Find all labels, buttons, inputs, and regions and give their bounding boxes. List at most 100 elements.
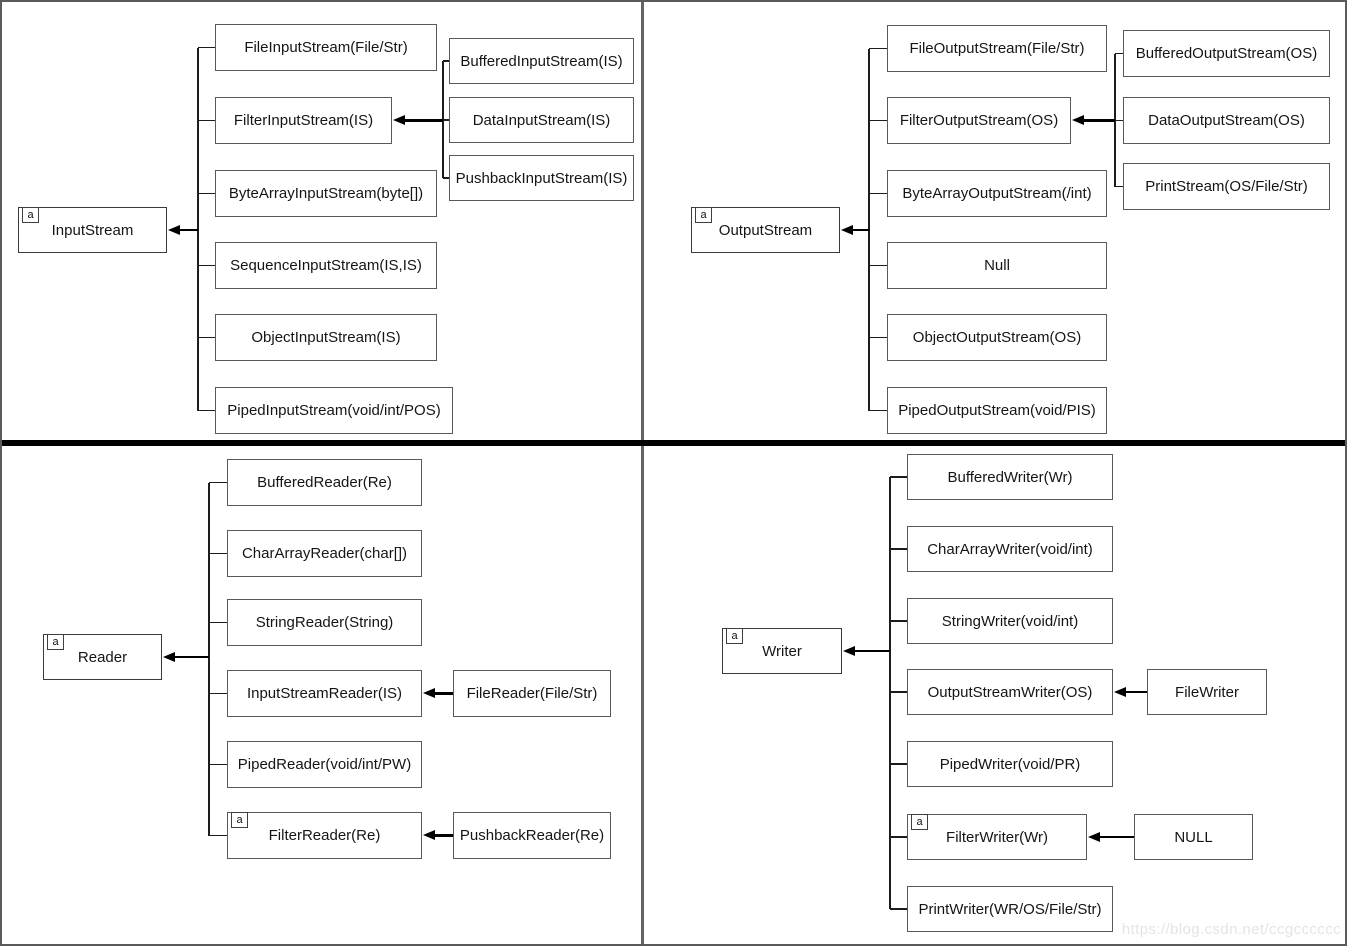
class-box-stringreader-string: StringReader(String) (227, 599, 422, 646)
class-box-pipedinputstream-void-int-pos: PipedInputStream(void/int/POS) (215, 387, 453, 434)
class-label: Writer (762, 642, 802, 660)
class-label: PipedInputStream(void/int/POS) (227, 402, 441, 419)
class-label: SequenceInputStream(IS,IS) (230, 257, 422, 274)
class-box-datainputstream-is: DataInputStream(IS) (449, 97, 634, 143)
class-box-filteroutputstream-os: FilterOutputStream(OS) (887, 97, 1071, 144)
class-label: BufferedOutputStream(OS) (1135, 45, 1318, 62)
inheritance-arrow-line (173, 655, 209, 659)
inheritance-arrowhead-icon (162, 651, 175, 662)
inheritance-arrow-line (403, 119, 443, 122)
connector-line (869, 409, 887, 412)
class-label: FilterInputStream(IS) (233, 112, 374, 129)
class-label: BufferedInputStream(IS) (460, 52, 623, 70)
class-label: CharArrayReader(char[]) (241, 545, 408, 562)
connector-line (1115, 52, 1123, 55)
class-box-chararrayreader-char: CharArrayReader(char[]) (227, 530, 422, 577)
class-label: ByteArrayInputStream(byte[]) (228, 185, 424, 202)
inheritance-arrow-line (178, 228, 198, 232)
class-box-filterinputstream-is: FilterInputStream(IS) (215, 97, 392, 144)
connector-line (1115, 185, 1123, 188)
connector-line (890, 476, 907, 478)
class-label: StringWriter(void/int) (941, 612, 1079, 630)
class-label: PipedWriter(void/PR) (939, 755, 1081, 773)
class-label: DataInputStream(IS) (472, 111, 611, 129)
abstract-marker-badge: a (911, 814, 928, 830)
inheritance-arrowhead-icon (1087, 831, 1100, 842)
connector-line (869, 47, 887, 50)
inheritance-arrowhead-icon (1113, 686, 1126, 697)
class-box-bufferedwriter-wr: BufferedWriter(Wr) (907, 454, 1113, 500)
inheritance-arrowhead-icon (422, 688, 435, 698)
connector-line (209, 552, 227, 555)
class-box-sequenceinputstream-is-is: SequenceInputStream(IS,IS) (215, 242, 437, 289)
class-box-printwriter-wr-os-file-str: PrintWriter(WR/OS/File/Str) (907, 886, 1113, 932)
class-label: BufferedWriter(Wr) (947, 468, 1073, 486)
class-box-bufferedinputstream-is: BufferedInputStream(IS) (449, 38, 634, 84)
class-box-pipedwriter-void-pr: PipedWriter(void/PR) (907, 741, 1113, 787)
class-box-pipedreader-void-int-pw: PipedReader(void/int/PW) (227, 741, 422, 788)
class-label: OutputStream (718, 221, 813, 239)
connector-line (209, 481, 227, 484)
connector-line (890, 763, 907, 765)
watermark: https://blog.csdn.net/ccgcccccc (1121, 921, 1341, 938)
quadrant-divider-vertical (641, 0, 644, 946)
inheritance-arrowhead-icon (1071, 115, 1084, 125)
class-box-chararraywriter-void-int: CharArrayWriter(void/int) (907, 526, 1113, 572)
class-label: FilterReader(Re) (268, 827, 381, 844)
connector-line (890, 836, 907, 838)
class-box-bufferedreader-re: BufferedReader(Re) (227, 459, 422, 506)
class-box-fileoutputstream-file-str: FileOutputStream(File/Str) (887, 25, 1107, 72)
inheritance-arrow-line (851, 228, 869, 232)
class-box-bufferedoutputstream-os: BufferedOutputStream(OS) (1123, 30, 1330, 77)
connector-line (209, 621, 227, 624)
inheritance-arrowhead-icon (840, 224, 853, 235)
inheritance-arrow-line (1124, 690, 1147, 694)
connector-line (890, 691, 907, 693)
connector-line (198, 192, 215, 195)
connector-line (208, 482, 210, 836)
class-box-null: Null (887, 242, 1107, 289)
class-box-fileinputstream-file-str: FileInputStream(File/Str) (215, 24, 437, 71)
class-label: PrintStream(OS/File/Str) (1145, 178, 1308, 195)
class-label: FilterOutputStream(OS) (899, 112, 1059, 129)
class-label: InputStream (51, 221, 134, 239)
class-box-pushbackreader-re: PushbackReader(Re) (453, 812, 611, 859)
connector-line (869, 119, 887, 122)
inheritance-arrow-line (1082, 119, 1115, 122)
inheritance-arrowhead-icon (392, 115, 405, 125)
class-label: OutputStreamWriter(OS) (927, 683, 1093, 701)
inheritance-arrow-line (853, 649, 890, 653)
class-label: CharArrayWriter(void/int) (927, 540, 1093, 558)
class-label: FileOutputStream(File/Str) (909, 40, 1085, 57)
connector-line (890, 620, 907, 622)
class-label: BufferedReader(Re) (257, 474, 392, 491)
connector-line (443, 60, 449, 62)
class-box-filewriter: FileWriter (1147, 669, 1267, 715)
connector-line (869, 336, 887, 339)
inheritance-arrowhead-icon (842, 645, 855, 656)
connector-line (198, 46, 215, 49)
inheritance-arrow-line (1098, 835, 1134, 839)
class-box-bytearrayoutputstream-int: ByteArrayOutputStream(/int) (887, 170, 1107, 217)
abstract-marker-badge: a (695, 207, 712, 223)
class-label: Null (984, 257, 1010, 274)
class-label: Reader (77, 648, 128, 666)
class-label: NULL (1174, 828, 1213, 846)
class-box-pushbackinputstream-is: PushbackInputStream(IS) (449, 155, 634, 201)
class-label: PipedOutputStream(void/PIS) (898, 402, 1096, 419)
connector-line (198, 336, 215, 339)
connector-line (869, 192, 887, 195)
connector-line (198, 264, 215, 267)
class-label: PrintWriter(WR/OS/File/Str) (918, 900, 1102, 918)
connector-line (209, 692, 227, 695)
class-label: PushbackInputStream(IS) (455, 169, 628, 187)
class-box-inputstreamreader-is: InputStreamReader(IS) (227, 670, 422, 717)
class-label: FileWriter (1175, 683, 1239, 701)
class-label: ByteArrayOutputStream(/int) (902, 185, 1092, 202)
